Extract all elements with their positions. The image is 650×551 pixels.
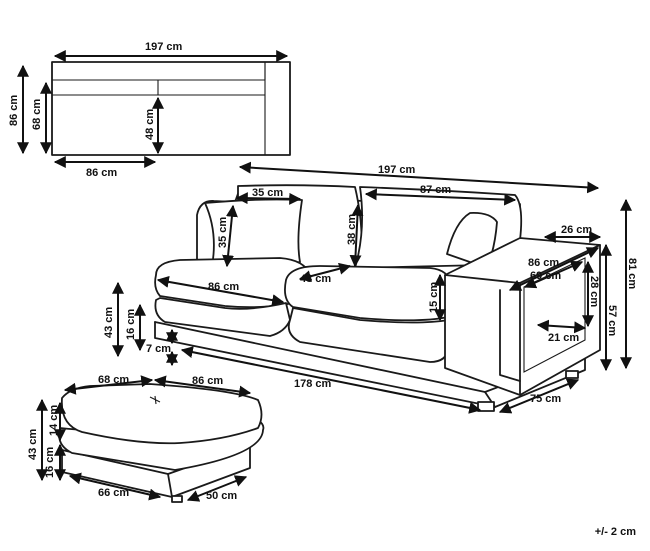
top-depth-label: 86 cm: [86, 167, 117, 179]
seat-cushion-label: 16 cm: [125, 309, 137, 340]
ottoman-cushion1-label: 14 cm: [48, 405, 60, 436]
top-height2-label: 68 cm: [31, 99, 43, 130]
top-view-sofa: [51, 61, 291, 156]
arm-height-label: 57 cm: [606, 305, 618, 336]
base-depth-label: 75 cm: [530, 393, 561, 405]
seat-height-label: 43 cm: [103, 307, 115, 338]
seat-width-label: 86 cm: [208, 281, 239, 293]
tolerance-note: +/- 2 cm: [594, 526, 636, 538]
arm-width-label: 26 cm: [561, 224, 592, 236]
top-height-label: 86 cm: [8, 95, 20, 126]
overall-height-label: 81 cm: [626, 258, 638, 289]
ottoman-height-label: 43 cm: [27, 429, 39, 460]
leg-height-label: 7 cm: [146, 343, 171, 355]
ottoman-top-b-label: 86 cm: [192, 375, 223, 387]
ottoman-top-a-label: 68 cm: [98, 374, 129, 386]
cushion-top-b-label: 87 cm: [420, 184, 451, 196]
ottoman-base-a-label: 66 cm: [98, 487, 129, 499]
pillow-height-label: 35 cm: [217, 217, 229, 248]
top-view-dimensions: 197 cm 86 cm 68 cm 48 cm 86 cm: [8, 41, 289, 179]
seat-depth-label: 48 cm: [300, 273, 331, 285]
ottoman-base-b-label: 50 cm: [206, 490, 237, 502]
back-height-label: 38 cm: [346, 214, 358, 245]
arm-bottom-label: 21 cm: [548, 332, 579, 344]
ottoman-cushion2-label: 16 cm: [44, 447, 56, 478]
main-sofa-dimensions: 197 cm 35 cm 87 cm 26 cm 35 cm 38 cm 48 …: [103, 161, 638, 414]
ottoman-dimensions: 68 cm 86 cm 43 cm 14 cm 16 cm 66 cm 50 c…: [27, 374, 252, 502]
arm-thick-label: 15 cm: [428, 282, 440, 313]
base-length-label: 178 cm: [294, 378, 332, 390]
main-width-label: 197 cm: [378, 164, 416, 176]
top-width-label: 197 cm: [145, 41, 183, 53]
top-mid-label: 48 cm: [144, 109, 156, 140]
arm-side-h-label: 28 cm: [588, 276, 600, 307]
ottoman: [58, 383, 265, 503]
cushion-top-a-label: 35 cm: [252, 187, 283, 199]
arm-depth-label: 86 cm: [528, 257, 559, 269]
arm-inner-label: 69 cm: [530, 270, 561, 282]
